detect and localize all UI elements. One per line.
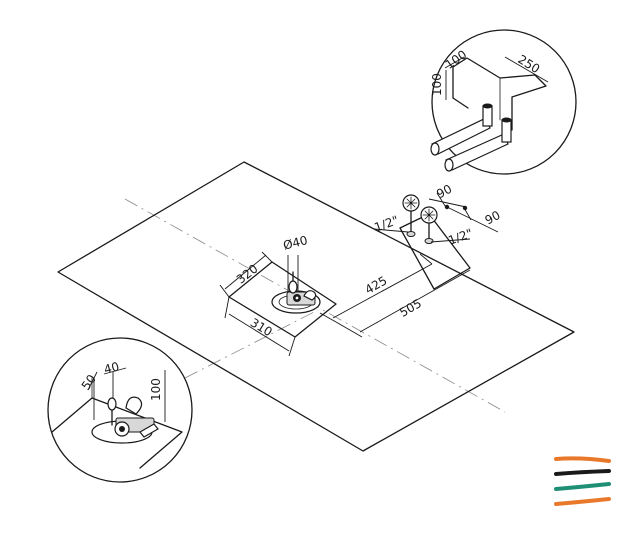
detail-drain-siphon — [125, 396, 143, 415]
floor-plate — [57, 161, 575, 452]
valve-hot-icon — [402, 194, 420, 237]
dimension-425-label: 425 — [363, 273, 390, 297]
wall-box-outline — [452, 57, 547, 131]
detail-dim-line-250 — [504, 56, 549, 83]
detail-view-wall-connection: 100 100 250 — [430, 29, 577, 175]
pipe-upper-opening — [482, 103, 493, 109]
detail-circle-bottom — [47, 337, 193, 483]
detail-view-drain: 50 40 100 — [47, 337, 193, 483]
brand-stripe — [554, 482, 611, 491]
detail-dim-100-width-label: 100 — [443, 47, 470, 72]
detail-drain-pipe-end — [107, 397, 117, 411]
detail-dim-100-label: 100 — [149, 378, 163, 401]
dimension-diameter-40: Ø40 — [282, 233, 309, 292]
dimension-90-top: 90 — [428, 182, 467, 210]
detail-dim-line-50 — [87, 371, 98, 391]
drain-cutout — [228, 261, 337, 338]
brand-stripe — [554, 497, 611, 506]
brand-stripe — [554, 456, 611, 463]
dimension-320-label: 320 — [234, 262, 261, 287]
detail-dim-40-label: 40 — [102, 359, 120, 376]
detail-circle-top — [431, 29, 577, 175]
detail-drain-tab — [139, 423, 159, 438]
pipe-lower-end — [444, 158, 454, 172]
pipe-upper-end — [430, 142, 440, 156]
dimension-90-side-label: 90 — [483, 208, 503, 228]
detail-drain-outlet-core — [119, 426, 125, 432]
detail-dim-line-100w — [444, 56, 465, 69]
dimension-90-side: 90 — [446, 205, 503, 233]
pipe-lower-opening — [501, 117, 512, 123]
dimension-90-top-label: 90 — [434, 182, 454, 202]
thread-leader-right — [430, 238, 471, 243]
drain-unit-icon — [271, 271, 321, 314]
detail-dim-100-height-label: 100 — [430, 73, 444, 96]
detail-floor-square — [51, 397, 183, 469]
dimension-310-label: 310 — [248, 315, 275, 339]
brand-logo — [554, 456, 611, 506]
dimension-505-label: 505 — [397, 296, 424, 320]
thread-leader-left — [373, 228, 409, 233]
detail-dim-line-40 — [103, 367, 127, 375]
pipe-lower-riser — [501, 119, 512, 143]
thread-label-left: 1/2" — [372, 213, 400, 235]
thread-label-right: 1/2" — [446, 226, 474, 248]
wall-box-left — [452, 66, 469, 109]
dimension-diameter-40-label: Ø40 — [282, 233, 309, 253]
pipe-upper-riser — [482, 105, 493, 127]
valve-cold-icon — [420, 206, 438, 244]
detail-dim-250-label: 250 — [515, 52, 542, 76]
dimension-320: 320 — [219, 251, 273, 298]
axis-line-secondary — [184, 309, 319, 379]
brand-stripe — [554, 469, 611, 476]
